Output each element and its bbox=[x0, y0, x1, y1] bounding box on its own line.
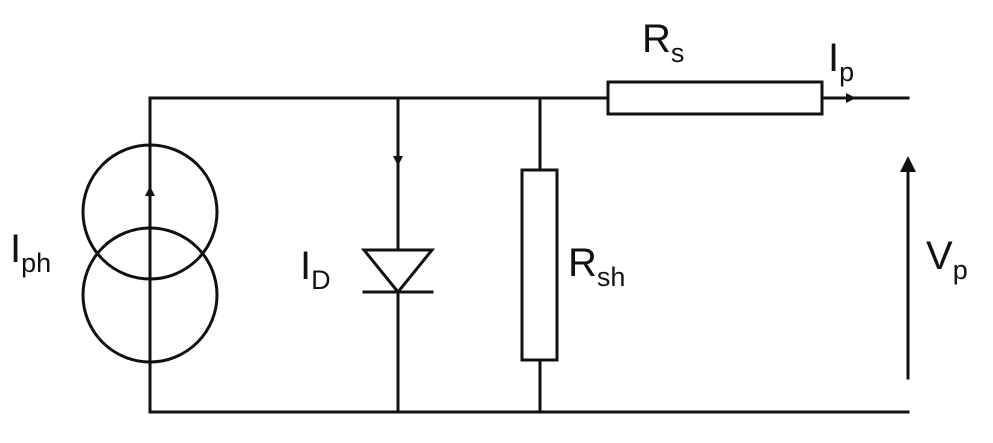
series-resistor bbox=[606, 80, 824, 116]
shunt-resistor-branch bbox=[520, 96, 559, 414]
diode-triangle bbox=[360, 248, 436, 295]
label-series-resistance: Rs bbox=[642, 17, 684, 68]
current-source-symbol bbox=[81, 96, 219, 414]
shunt-resistor bbox=[520, 168, 559, 362]
label-shunt-resistance: Rsh bbox=[568, 241, 625, 292]
diode-branch bbox=[360, 96, 436, 414]
label-photocurrent: Iph bbox=[10, 227, 51, 278]
label-diode-current: ID bbox=[300, 244, 331, 295]
label-output-current: Ip bbox=[828, 36, 854, 87]
label-output-voltage: Vp bbox=[926, 234, 968, 285]
source-circle-upper bbox=[81, 143, 219, 281]
